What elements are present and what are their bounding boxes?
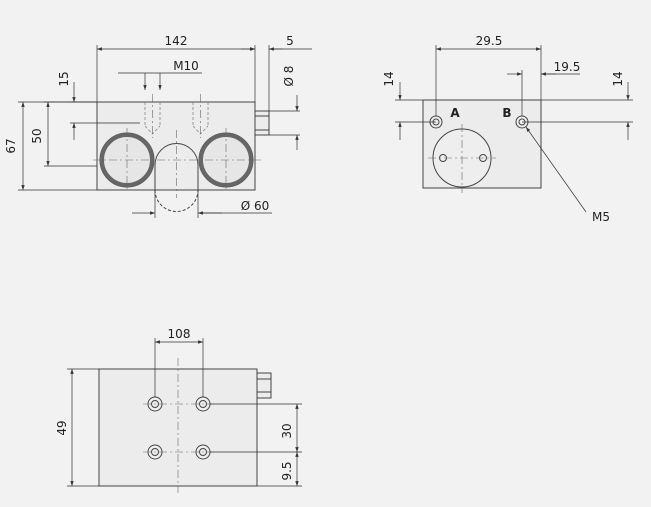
port-b-label: B [502, 106, 511, 120]
side-view: A B 29.5 19.5 14 14 M5 [382, 34, 633, 224]
dim-5: 5 [286, 34, 294, 48]
dim-14-left: 14 [382, 71, 396, 86]
dim-49: 49 [55, 420, 69, 435]
dim-67: 67 [4, 138, 18, 153]
top-view: 108 49 30 9.5 [55, 327, 302, 493]
dim-9-5: 9.5 [280, 461, 294, 480]
mounting-holes [143, 396, 215, 460]
dim-30: 30 [280, 423, 294, 438]
dim-29-5: 29.5 [476, 34, 503, 48]
dim-19-5: 19.5 [554, 60, 581, 74]
dim-15: 15 [57, 71, 71, 86]
port-a-label: A [450, 106, 460, 120]
dim-14-right: 14 [611, 71, 625, 86]
center-bore [154, 143, 199, 190]
front-view: 142 5 M10 15 Ø 8 67 50 Ø 60 [4, 34, 312, 218]
m10-hidden-holes [144, 94, 209, 138]
dim-d8: Ø 8 [282, 66, 296, 87]
dim-108: 108 [168, 327, 191, 341]
dim-d60: Ø 60 [241, 199, 270, 213]
dim-m10: M10 [173, 59, 199, 73]
top-connector [256, 372, 272, 399]
dim-50: 50 [30, 128, 44, 143]
dim-m5: M5 [592, 210, 610, 224]
dim-142: 142 [165, 34, 188, 48]
front-connector [254, 110, 270, 136]
